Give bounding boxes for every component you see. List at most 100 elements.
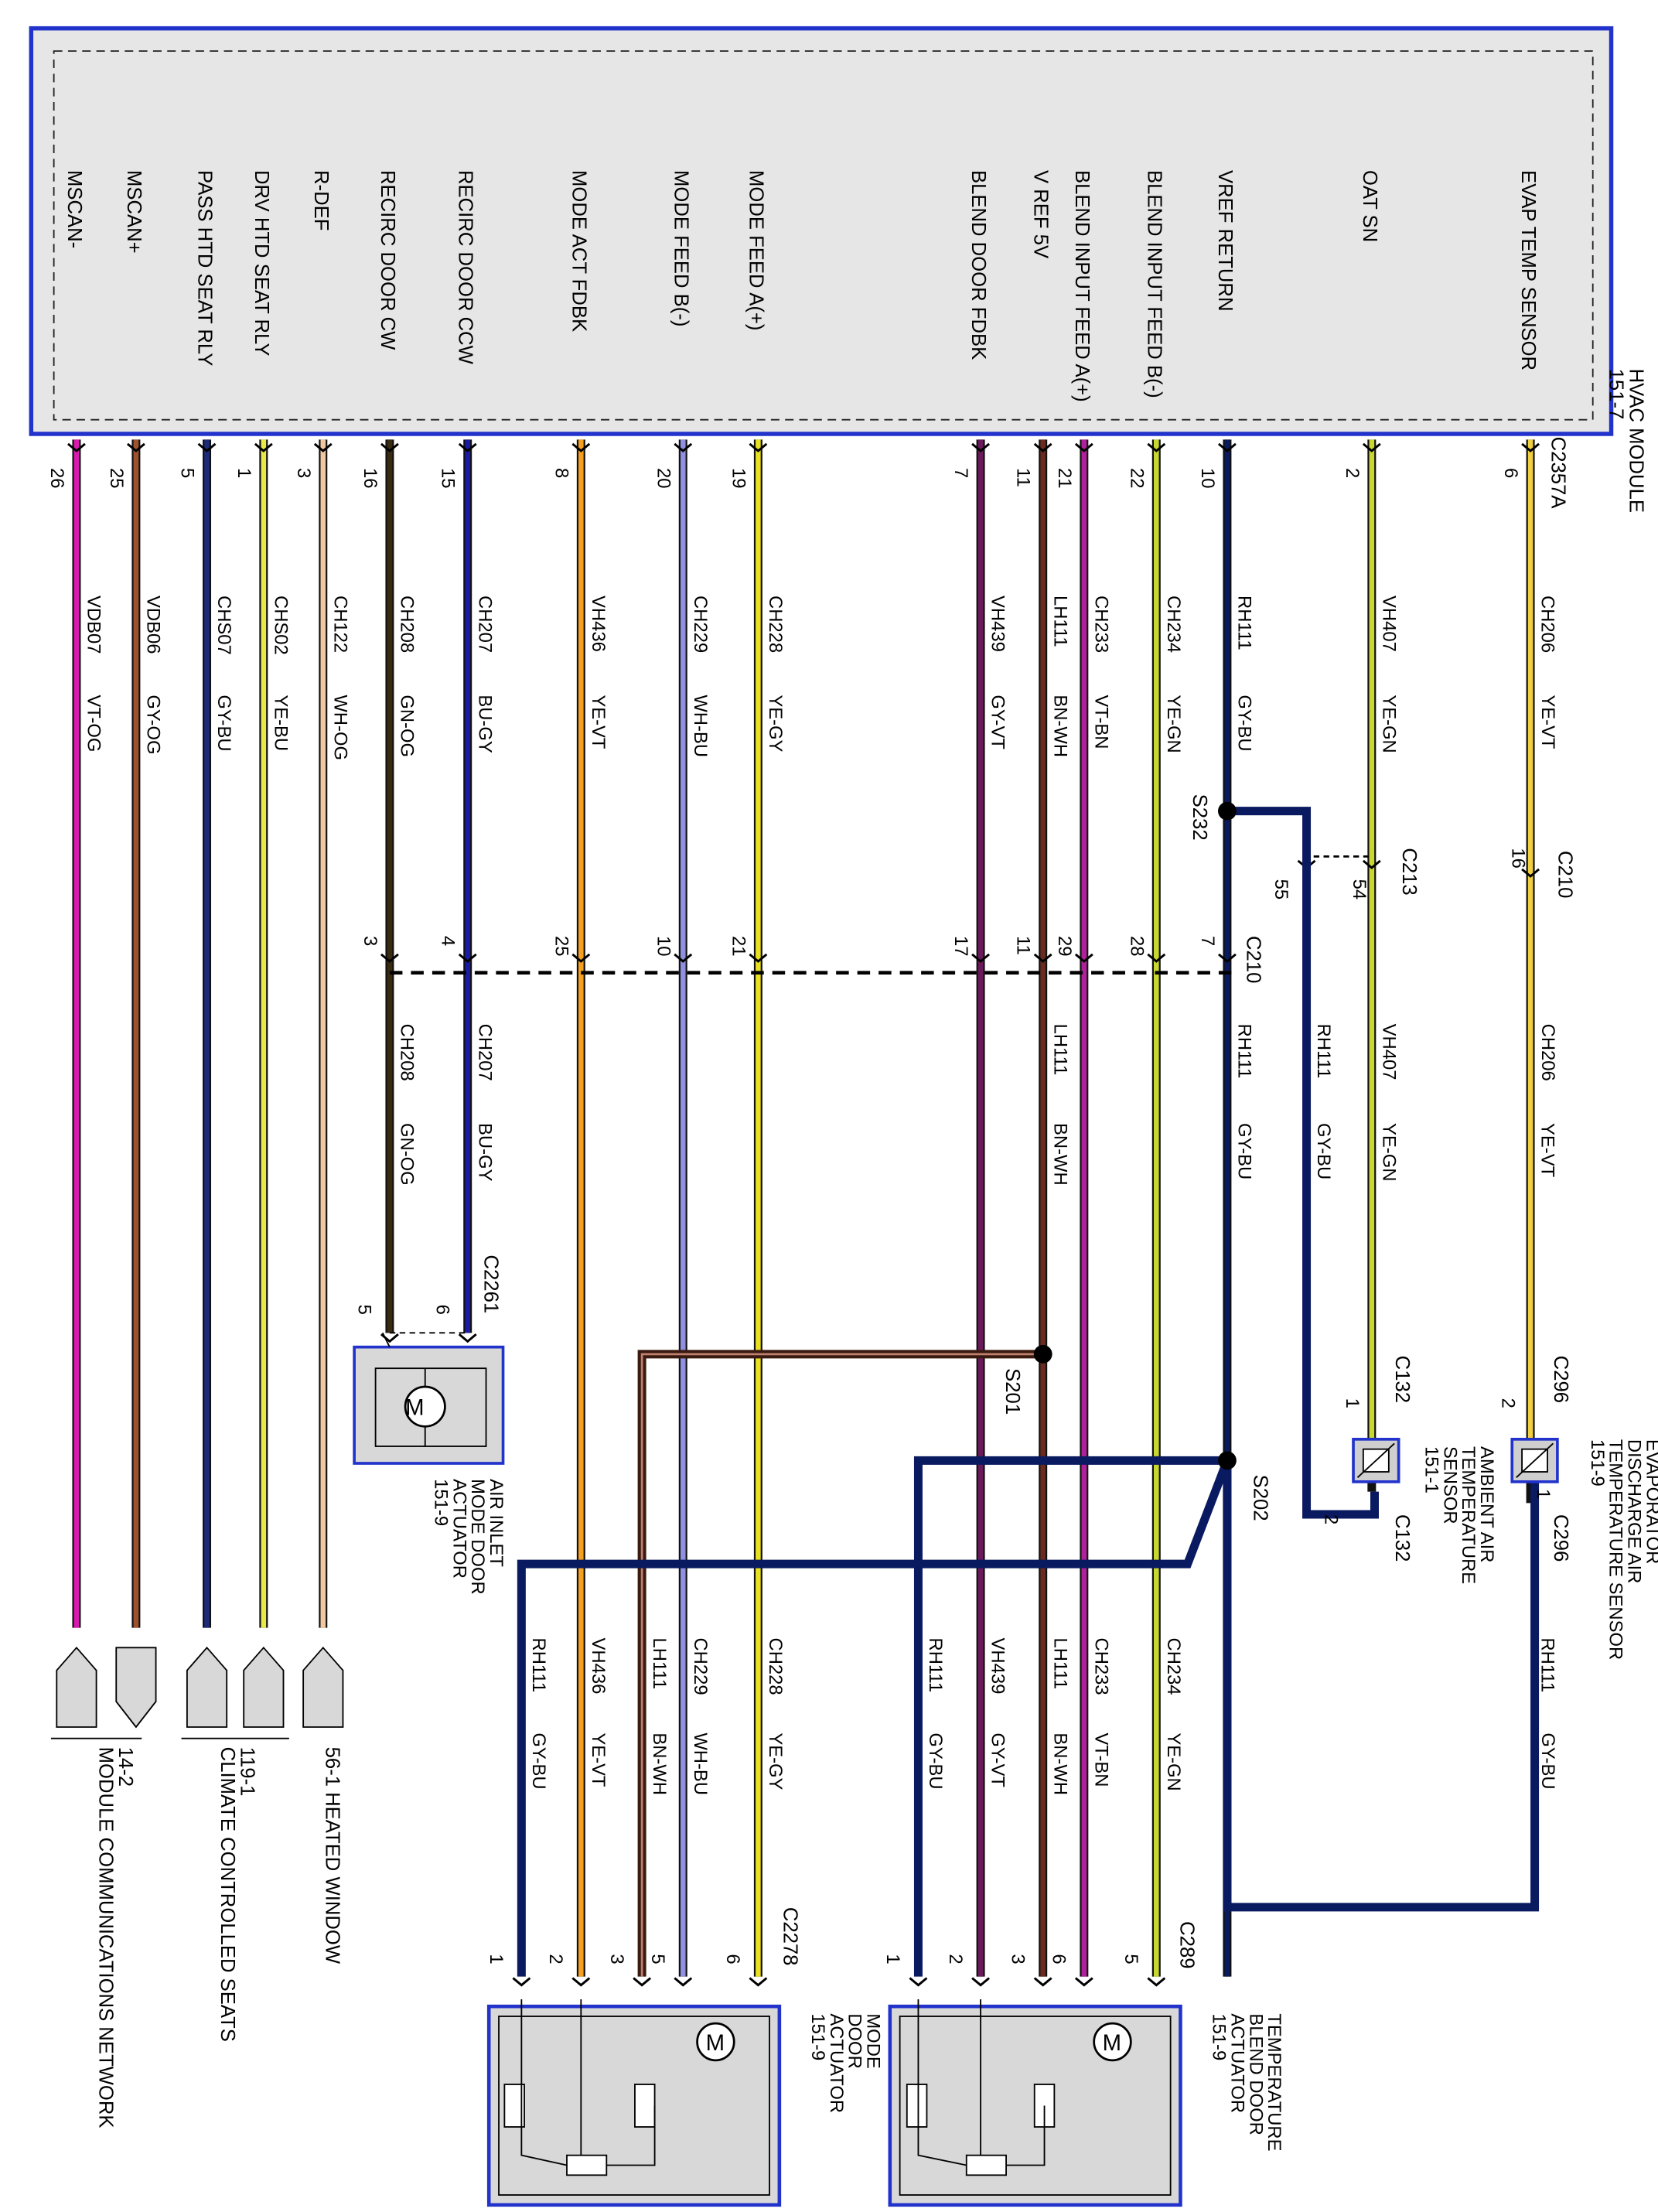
circuit-label: VH439 bbox=[988, 1638, 1008, 1695]
module-pin-label: BLEND INPUT FEED A(+) bbox=[1071, 170, 1093, 402]
wire-color-label: GY-BU bbox=[925, 1732, 946, 1789]
connector-label: C2357A bbox=[1547, 437, 1569, 510]
c210-arrow bbox=[1074, 953, 1093, 963]
circuit-label: CH206 bbox=[1537, 596, 1558, 653]
c210-pin-number: 28 bbox=[1126, 936, 1147, 957]
c289-pin-number: 5 bbox=[1121, 1954, 1141, 1964]
connector-label: C296 bbox=[1550, 1514, 1571, 1562]
wire-color-label: GY-BU bbox=[1234, 695, 1255, 751]
circuit-label: CH229 bbox=[690, 1638, 711, 1695]
component-title: DISCHARGE AIR bbox=[1624, 1439, 1645, 1584]
module-pin-number: 3 bbox=[293, 468, 314, 478]
component-title: AMBIENT AIR bbox=[1476, 1446, 1497, 1562]
wire-color-label: BN-WH bbox=[1049, 1732, 1070, 1795]
component-title: 151-9 bbox=[431, 1479, 452, 1526]
wire-color-label: WH-OG bbox=[329, 695, 350, 760]
module-pin-number: 19 bbox=[728, 468, 749, 489]
c210-pin-number: 29 bbox=[1054, 936, 1075, 957]
module-pin-label: PASS HTD SEAT RLY bbox=[194, 170, 216, 366]
splice-label: S201 bbox=[1001, 1368, 1023, 1415]
wire-color-label: VT-BN bbox=[1091, 695, 1112, 749]
wire-color-label: YE-GN bbox=[1379, 1123, 1400, 1181]
module-pin-label: V REF 5V bbox=[1030, 170, 1052, 258]
component-title: 151-9 bbox=[1209, 2013, 1230, 2060]
module-pin-label: VREF RETURN bbox=[1214, 170, 1236, 311]
module-pin-number: 8 bbox=[551, 468, 571, 478]
connector-label: C2278 bbox=[779, 1907, 800, 1966]
c210-arrow bbox=[674, 953, 693, 963]
circuit-label: CH229 bbox=[690, 596, 711, 653]
c210-pin-number: 17 bbox=[950, 936, 971, 957]
splice-s202 bbox=[1218, 1451, 1237, 1470]
module-pin-number: 21 bbox=[1054, 468, 1075, 489]
wire-color-label: YE-GN bbox=[1163, 1732, 1184, 1790]
module-pin-arrow bbox=[674, 442, 693, 452]
circuit-label: CH208 bbox=[397, 1024, 418, 1081]
module-pin-number: 11 bbox=[1013, 468, 1034, 487]
wire-color-label: GY-BU bbox=[1537, 1732, 1558, 1789]
module-pin-arrow bbox=[458, 442, 477, 452]
module-pin-arrow bbox=[1147, 442, 1166, 452]
wire-color-label: GY-BU bbox=[528, 1732, 549, 1789]
wire-color-label: YE-VT bbox=[1537, 695, 1558, 749]
circuit-label: VH407 bbox=[1379, 596, 1400, 652]
c210-pin-number: 11 bbox=[1013, 936, 1034, 955]
module-pin-label: MODE FEED A(+) bbox=[745, 170, 766, 330]
module-pin-arrow bbox=[749, 442, 768, 452]
module-pin-label: MSCAN+ bbox=[123, 170, 145, 254]
pin-number: 2 bbox=[1320, 1514, 1341, 1524]
component-title: 151-9 bbox=[1587, 1439, 1608, 1487]
c2278-arrow bbox=[633, 1977, 652, 1987]
module-pin-label: MSCAN- bbox=[63, 170, 85, 248]
module-pin-label: DRV HTD SEAT RLY bbox=[251, 170, 272, 357]
wire-color-label: BN-WH bbox=[1049, 1123, 1070, 1186]
splice-s201 bbox=[1033, 1344, 1052, 1364]
component-title: TEMPERATURE bbox=[1458, 1446, 1479, 1584]
splice-label: S202 bbox=[1250, 1475, 1271, 1521]
circuit-label: CH228 bbox=[765, 596, 786, 653]
c210-arrow bbox=[380, 953, 399, 963]
wire-color-label: VT-OG bbox=[84, 695, 104, 752]
motor-symbol: M bbox=[1103, 2030, 1121, 2056]
c289-pin-number: 2 bbox=[945, 1954, 966, 1964]
module-pin-number: 25 bbox=[106, 468, 127, 489]
c210-arrow bbox=[1217, 953, 1237, 963]
wire-color-label: GN-OG bbox=[397, 1123, 418, 1186]
wire-color-label: YE-GN bbox=[1379, 695, 1400, 753]
module-pin-arrow bbox=[380, 442, 399, 452]
c2278-pin-number: 5 bbox=[647, 1954, 668, 1964]
module-pin-label: BLEND DOOR FDBK bbox=[967, 170, 989, 360]
circuit-label: RH111 bbox=[1234, 1024, 1255, 1079]
module-pin-number: 15 bbox=[438, 468, 459, 489]
destination-label: CLIMATE CONTROLLED SEATS bbox=[217, 1747, 238, 2042]
component-title: MODE DOOR bbox=[467, 1479, 488, 1595]
splice-label: S232 bbox=[1189, 794, 1210, 841]
module-pin-arrow bbox=[1521, 442, 1540, 452]
wire-color-label: BU-GY bbox=[474, 1123, 495, 1182]
circuit-label: RH111 bbox=[528, 1638, 549, 1693]
c289-pin-number: 3 bbox=[1007, 1954, 1028, 1964]
wire-color-label: YE-VT bbox=[588, 1732, 609, 1787]
wire-color-label: VT-BN bbox=[1091, 1732, 1112, 1787]
component-title: TEMPERATURE SENSOR bbox=[1605, 1439, 1626, 1660]
wire-color-label: GN-OG bbox=[397, 695, 418, 757]
circuit-label: LH111 bbox=[649, 1638, 670, 1690]
connector-label: C132 bbox=[1391, 1356, 1413, 1403]
c2261-pin-number: 6 bbox=[432, 1305, 452, 1315]
c289-arrow bbox=[1147, 1977, 1166, 1987]
module-pin-label: RECIRC DOOR CCW bbox=[455, 170, 476, 365]
module-pin-number: 16 bbox=[360, 468, 380, 489]
connector-label: C213 bbox=[1398, 848, 1420, 895]
module-pin-arrow bbox=[1362, 442, 1381, 452]
circuit-label: VDB06 bbox=[143, 596, 164, 654]
c289-arrow bbox=[909, 1977, 928, 1987]
connector-label: C296 bbox=[1550, 1356, 1571, 1403]
circuit-label: CHS07 bbox=[213, 596, 234, 655]
module-pin-label: MODE FEED B(-) bbox=[670, 170, 691, 326]
c210-arrow bbox=[971, 953, 991, 963]
module-pin-arrow bbox=[971, 442, 991, 452]
c210-pin-number: 21 bbox=[728, 936, 749, 957]
module-pin-arrow bbox=[1217, 442, 1237, 452]
module-pin-number: 5 bbox=[177, 468, 198, 478]
wire-color-label: YE-GY bbox=[765, 1732, 786, 1790]
